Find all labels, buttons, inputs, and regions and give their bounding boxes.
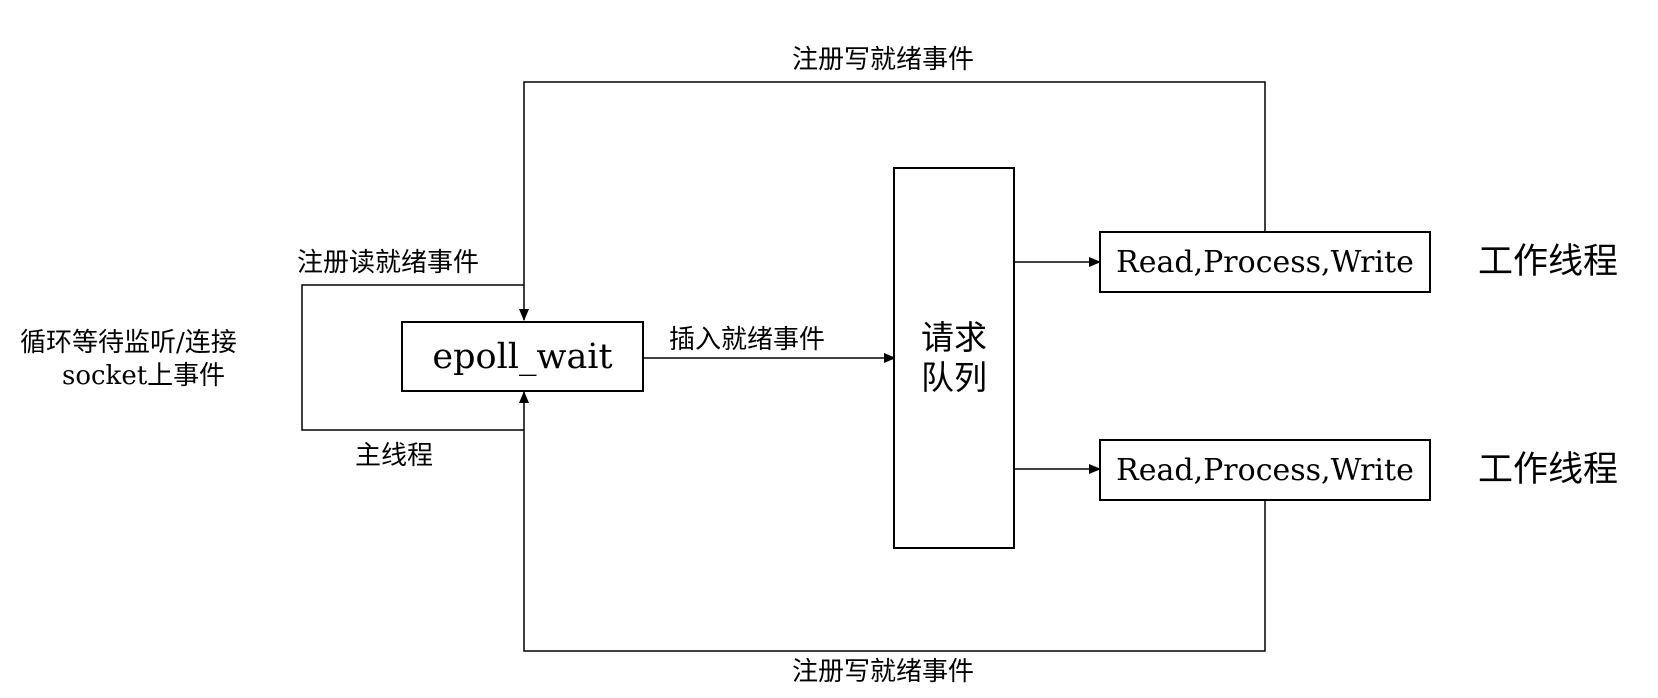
worker-task-box-1: Read,Process,Write bbox=[1099, 231, 1431, 293]
request-queue-box: 请求 队列 bbox=[893, 167, 1015, 549]
worker-task-label-1: Read,Process,Write bbox=[1116, 244, 1414, 280]
request-queue-label-line1: 请求 bbox=[921, 318, 987, 358]
register-read-loop-line bbox=[301, 284, 524, 431]
loop-wait-label-line1: 循环等待监听/连接 bbox=[20, 328, 237, 358]
register-read-label: 注册读就绪事件 bbox=[297, 248, 480, 278]
epoll-wait-box: epoll_wait bbox=[401, 321, 644, 392]
main-thread-label: 主线程 bbox=[355, 441, 434, 471]
register-write-top-line bbox=[519, 81, 1266, 321]
request-queue-label-line2: 队列 bbox=[921, 358, 987, 397]
loop-wait-label-line2: socket上事件 bbox=[62, 361, 226, 391]
insert-ready-label: 插入就绪事件 bbox=[669, 325, 826, 355]
register-write-top-label: 注册写就绪事件 bbox=[792, 45, 975, 75]
worker-thread-label-2: 工作线程 bbox=[1478, 450, 1619, 490]
register-write-bottom-line bbox=[519, 391, 1266, 652]
worker-thread-label-1: 工作线程 bbox=[1478, 242, 1619, 282]
worker-task-label-2: Read,Process,Write bbox=[1116, 452, 1414, 488]
epoll-wait-label: epoll_wait bbox=[432, 336, 613, 377]
register-write-bottom-label: 注册写就绪事件 bbox=[792, 657, 975, 687]
worker-task-box-2: Read,Process,Write bbox=[1099, 439, 1431, 501]
